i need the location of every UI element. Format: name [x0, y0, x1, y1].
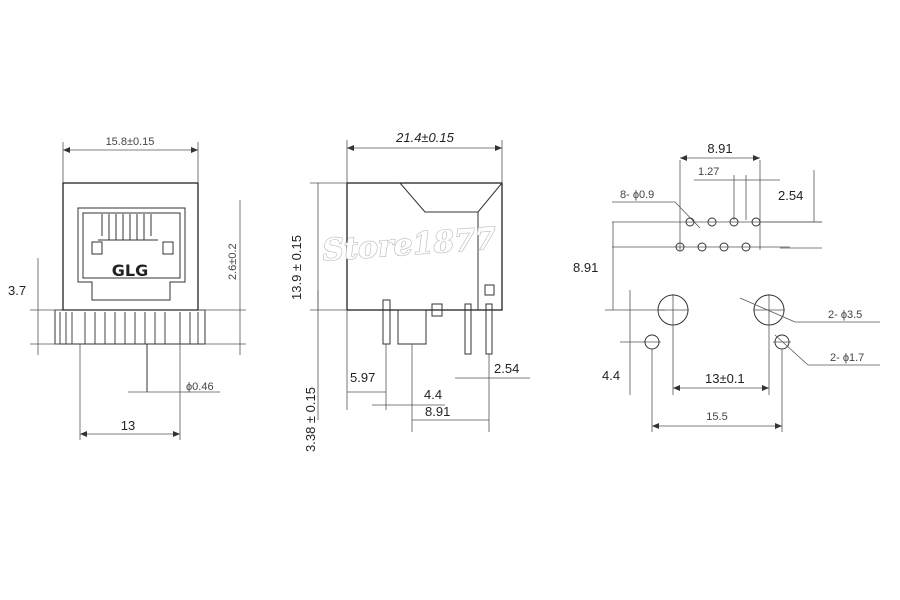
fp-inner-span-label: 13±0.1	[705, 371, 745, 386]
fp-small-leader	[774, 334, 809, 366]
fp-row-gap-label: 2.54	[778, 188, 803, 203]
front-side-label: 3.7	[8, 283, 26, 298]
front-base	[54, 309, 206, 345]
side-d4-label: 2.54	[494, 361, 519, 376]
side-view: 21.4±0.15 13.9 ± 0.15 3.38 ± 0.15 5.97 4…	[289, 130, 530, 452]
contact-fingers	[98, 214, 158, 241]
fp-outer-span-label: 15.5	[706, 411, 727, 423]
port-inner	[82, 212, 181, 279]
side-d3-label: 8.91	[425, 404, 450, 419]
latch-right	[162, 241, 174, 255]
side-d1-label: 5.97	[350, 370, 375, 385]
pin-span-label: 13	[121, 418, 135, 433]
side-lead-block	[397, 309, 427, 345]
latch-left	[91, 241, 103, 255]
fp-vertical-label: 8.91	[573, 260, 598, 275]
footprint-view: 8.91 1.27 2.54 8- ϕ0.9 8.91	[573, 141, 880, 432]
side-lead-2	[431, 303, 443, 317]
side-lead-label: 3.38 ± 0.15	[303, 387, 318, 452]
front-view: GLG 15.8±0.15	[8, 136, 246, 440]
fp-top-width-label: 8.91	[707, 141, 732, 156]
front-leads	[59, 312, 199, 344]
side-d2-label: 4.4	[424, 387, 442, 402]
fp-small-holes-label: 2- ϕ1.7	[830, 352, 864, 364]
front-width-label: 15.8±0.15	[106, 136, 155, 148]
port-opening	[77, 207, 186, 301]
fp-pitch-label: 1.27	[698, 166, 719, 178]
fp-pin-holes-leader	[674, 201, 701, 229]
side-length-label: 21.4±0.15	[395, 130, 455, 145]
brand-label: GLG	[112, 261, 148, 280]
side-lead-3	[464, 303, 472, 355]
fp-pin-holes	[675, 217, 761, 252]
fp-mount-holes-label: 2- ϕ3.5	[828, 309, 862, 321]
front-height-label: 2.6±0.2	[227, 243, 239, 280]
side-latch-recess	[399, 182, 503, 213]
fp-pin-holes-label: 8- ϕ0.9	[620, 189, 654, 201]
side-lead-1	[382, 299, 391, 345]
fp-offset-label: 4.4	[602, 368, 620, 383]
side-tab	[484, 284, 495, 296]
side-height-label: 13.9 ± 0.15	[289, 235, 304, 300]
fp-mount-leader	[739, 297, 796, 323]
watermark: Store1877	[321, 221, 497, 268]
pin-dia-label: ϕ0.46	[186, 381, 214, 393]
side-lead-4	[485, 303, 493, 355]
